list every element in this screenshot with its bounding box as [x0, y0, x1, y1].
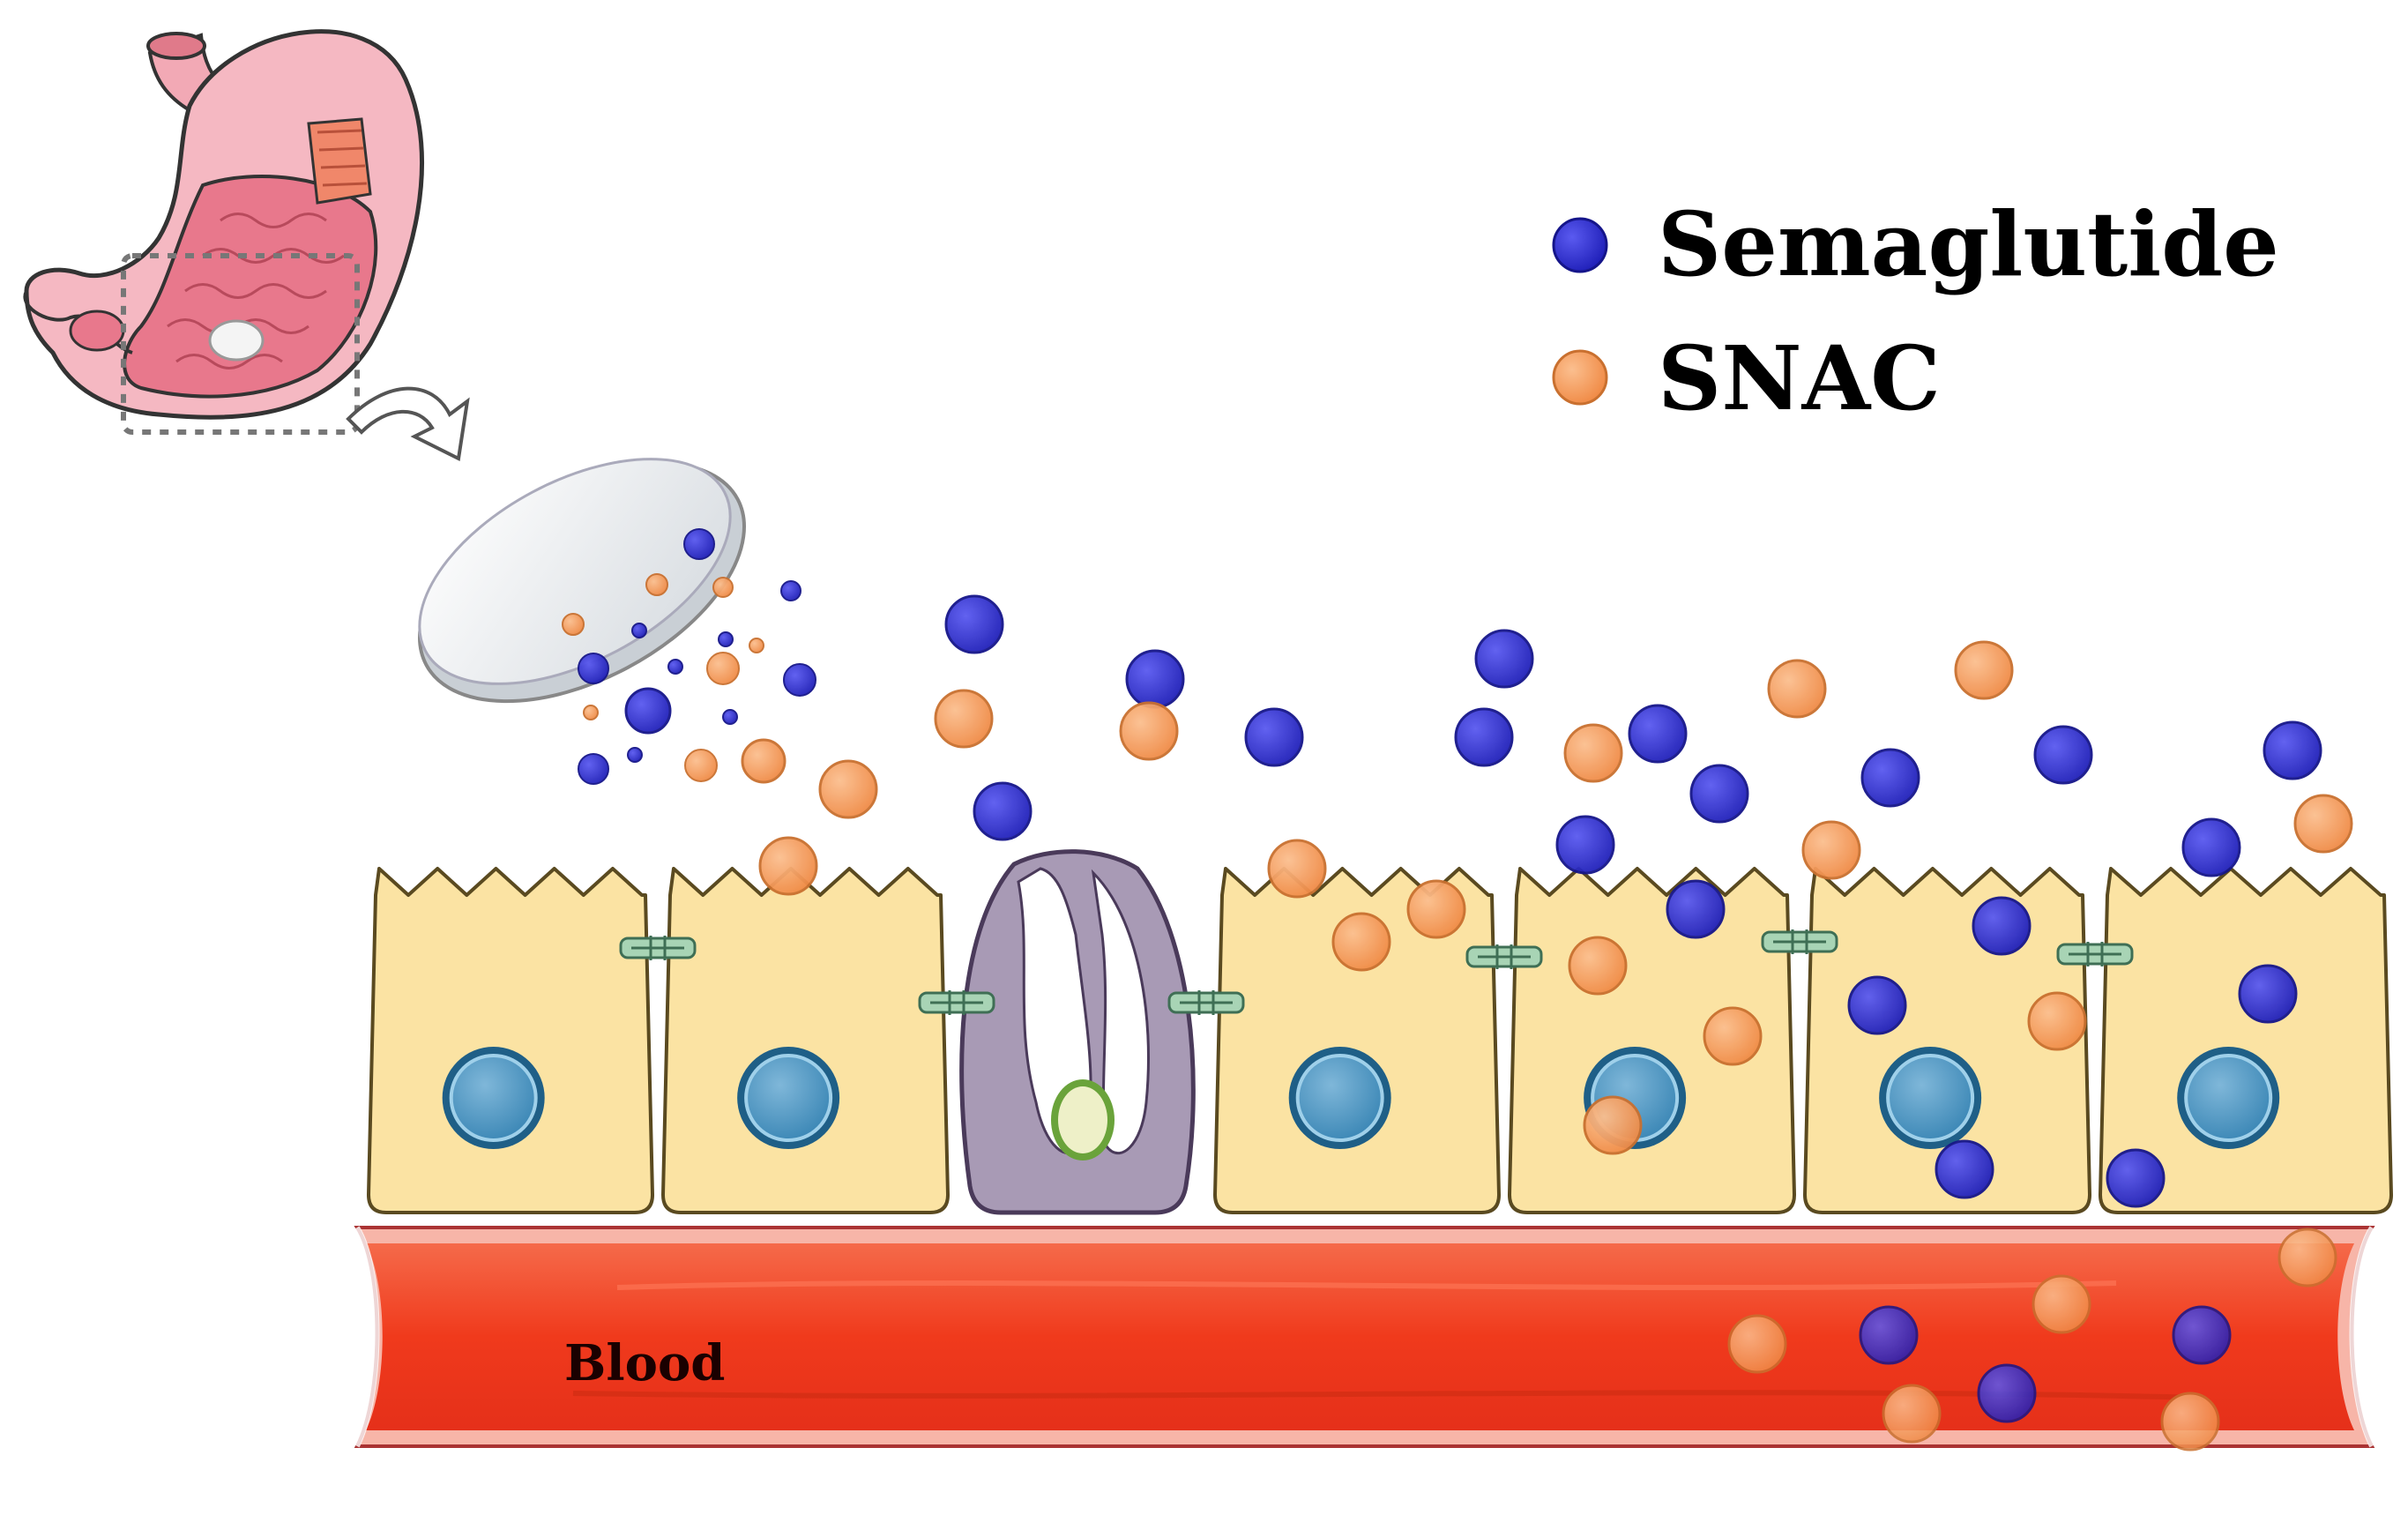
snac-molecule — [2032, 1274, 2091, 1334]
semaglutide-molecule — [780, 580, 801, 601]
cell-nucleus — [744, 1054, 833, 1142]
epithelial-cell — [661, 867, 950, 1214]
semaglutide-molecule — [2106, 1148, 2166, 1208]
epithelial-cell — [1213, 867, 1501, 1214]
goblet-nucleus — [1058, 1086, 1107, 1153]
semaglutide-molecule — [973, 781, 1033, 841]
goblet-secretion — [1091, 869, 1150, 1155]
cell-nucleus — [2184, 1054, 2273, 1142]
tight-junction-icon — [1465, 944, 1543, 969]
snac-molecule — [684, 749, 718, 782]
snac-marker — [1552, 349, 1608, 406]
snac-molecule — [1568, 936, 1628, 996]
semaglutide-molecule — [1847, 975, 1907, 1035]
legend-item-snac: SNAC — [1552, 326, 1941, 430]
snac-molecule — [645, 573, 668, 596]
snac-molecule — [2027, 991, 2087, 1051]
epithelial-cell — [2099, 867, 2393, 1214]
snac-molecule — [1406, 879, 1466, 939]
epithelial-layer — [367, 849, 2393, 1215]
stomach-icon — [23, 29, 425, 435]
semaglutide-molecule — [2172, 1305, 2232, 1365]
snac-molecule — [1703, 1006, 1763, 1066]
semaglutide-molecule — [1860, 748, 1920, 808]
snac-molecule — [758, 836, 818, 896]
epithelial-cell — [367, 867, 654, 1214]
semaglutide-molecule — [624, 687, 672, 735]
legend-item-semaglutide: Semaglutide — [1552, 192, 2279, 296]
snac-molecule — [1563, 723, 1623, 783]
tight-junction-icon — [619, 936, 697, 960]
snac-molecule — [1331, 912, 1391, 972]
semaglutide-molecule — [1628, 704, 1688, 764]
legend: Semaglutide SNAC — [1552, 192, 2279, 430]
snac-molecule — [1267, 839, 1327, 899]
semaglutide-molecule — [1972, 896, 2032, 956]
legend-label-semaglutide: Semaglutide — [1658, 192, 2279, 296]
curved-arrow-icon — [346, 386, 470, 462]
snac-molecule — [562, 613, 585, 636]
semaglutide-molecule — [783, 663, 816, 697]
semaglutide-molecule — [683, 528, 715, 560]
semaglutide-molecule — [1977, 1363, 2037, 1423]
snac-molecule — [1583, 1095, 1643, 1155]
semaglutide-molecule — [627, 747, 643, 763]
semaglutide-molecule — [2033, 725, 2093, 785]
semaglutide-molecule — [2238, 964, 2298, 1024]
semaglutide-molecule — [1689, 764, 1749, 824]
tight-junction-icon — [2056, 942, 2134, 966]
semaglutide-molecule — [1244, 707, 1304, 767]
semaglutide-molecule — [1666, 879, 1726, 939]
cell-nucleus — [449, 1054, 538, 1142]
semaglutide-molecule — [1454, 707, 1514, 767]
snac-molecule — [1801, 820, 1861, 880]
tablet-icon — [418, 458, 746, 704]
snac-molecule — [1954, 640, 2014, 700]
snac-molecule — [1882, 1384, 1942, 1444]
semaglutide-marker — [1552, 217, 1608, 273]
snac-molecule — [1119, 701, 1179, 761]
cell-nucleus — [1295, 1054, 1384, 1142]
semaglutide-molecule — [1935, 1139, 1994, 1199]
snac-molecule — [818, 759, 878, 819]
semaglutide-molecule — [718, 631, 734, 647]
semaglutide-molecule — [578, 753, 609, 785]
cell-nucleus — [1886, 1054, 1975, 1142]
tight-junction-icon — [918, 990, 995, 1015]
snac-molecule — [706, 652, 740, 685]
semaglutide-molecule — [631, 623, 647, 638]
blood-vessel — [354, 1226, 2375, 1448]
semaglutide-molecule — [2263, 720, 2322, 780]
snac-molecule — [1767, 659, 1827, 719]
semaglutide-molecule — [944, 594, 1004, 654]
snac-molecule — [741, 738, 787, 784]
semaglutide-molecule — [2181, 817, 2241, 877]
tight-junction-icon — [1761, 929, 1838, 954]
semaglutide-molecule — [722, 709, 738, 725]
snac-molecule — [712, 577, 734, 598]
snac-molecule — [1727, 1314, 1787, 1374]
snac-molecule — [2160, 1392, 2220, 1452]
snac-molecule — [2278, 1228, 2337, 1287]
semaglutide-molecule — [1474, 629, 1534, 689]
semaglutide-molecule — [1555, 815, 1615, 875]
semaglutide-molecule — [1859, 1305, 1919, 1365]
snac-molecule — [934, 689, 994, 749]
epithelial-cell — [1803, 867, 2091, 1214]
blood-label: Blood — [564, 1334, 725, 1392]
molecule-particles — [562, 528, 2353, 1452]
semaglutide-molecule — [578, 653, 609, 684]
snac-molecule — [2293, 794, 2353, 854]
snac-molecule — [749, 638, 764, 653]
legend-label-snac: SNAC — [1658, 326, 1941, 430]
semaglutide-molecule — [1125, 649, 1185, 709]
snac-molecule — [583, 705, 599, 720]
semaglutide-molecule — [667, 659, 683, 675]
tight-junction-icon — [1167, 990, 1245, 1015]
